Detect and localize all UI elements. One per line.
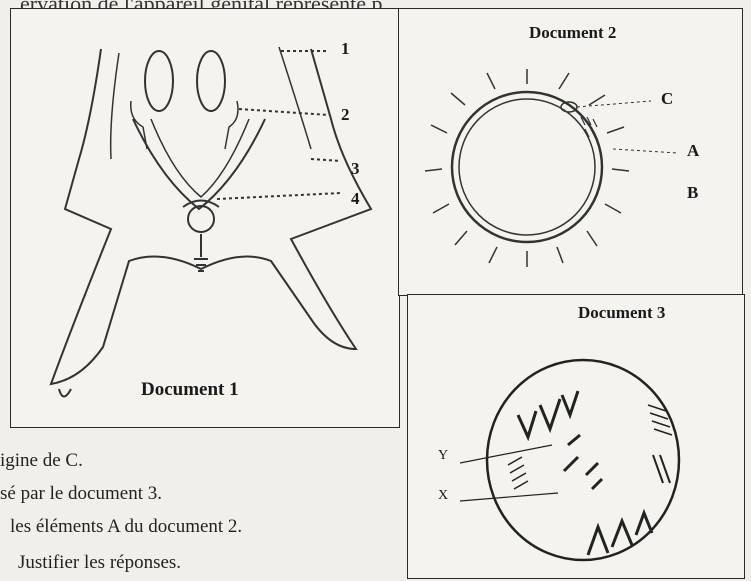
oocyte-membrane — [459, 99, 595, 235]
doc1-title: Document 1 — [141, 379, 239, 401]
question-line-1: igine de C. — [0, 450, 83, 472]
question-line-3: les éléments A du document 2. — [10, 516, 242, 538]
doc3-label-y: Y — [438, 448, 448, 464]
doc2-label-b: B — [687, 183, 698, 203]
question-line-2: sé par le document 3. — [0, 483, 162, 505]
document-2-panel: Document 2 — [398, 8, 743, 296]
doc1-label-4: 4 — [351, 189, 360, 209]
cell-division-drawing — [408, 295, 744, 578]
left-ovary — [145, 51, 173, 111]
doc1-label-1: 1 — [341, 39, 350, 59]
doc2-label-c: C — [661, 89, 673, 109]
right-ovary — [197, 51, 225, 111]
zona-pellucida — [452, 92, 602, 242]
doc2-label-a: A — [687, 141, 699, 161]
doc1-label-3: 3 — [351, 159, 360, 179]
doc1-label-2: 2 — [341, 105, 350, 125]
document-3-panel: Document 3 Y X — [407, 294, 745, 579]
question-line-4: Justifier les réponses. — [18, 552, 181, 574]
doc3-label-x: X — [438, 488, 448, 504]
document-1-panel: 1 2 3 4 Document 1 — [10, 8, 400, 428]
female-genital-tract-drawing — [11, 9, 399, 427]
